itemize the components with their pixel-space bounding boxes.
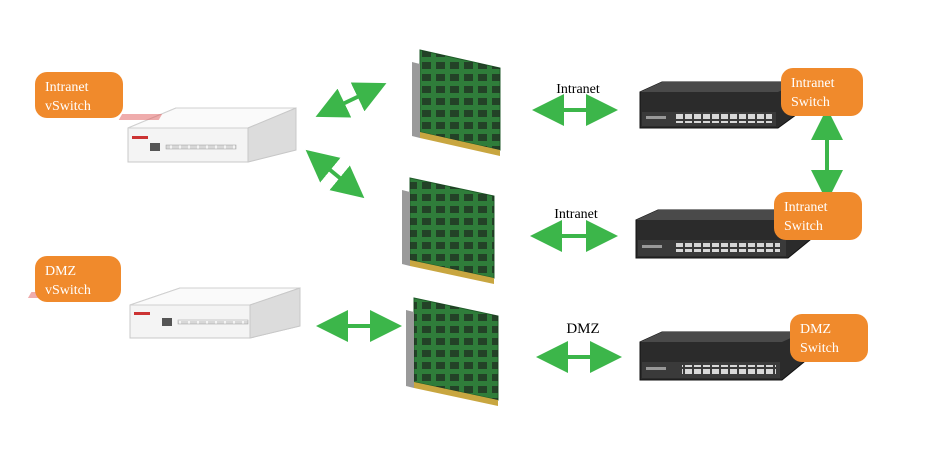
- network-card-icon: [406, 297, 499, 406]
- label-line: Intranet: [45, 80, 89, 95]
- label-line: Switch: [791, 95, 830, 110]
- link-label-dmz: DMZ: [566, 321, 600, 337]
- firewall-appliance-icon: [118, 107, 297, 163]
- label-line: Intranet: [791, 76, 835, 91]
- network-switch-icon: [639, 81, 801, 129]
- network-card-icon: [402, 177, 495, 284]
- link-label-intranet-2: Intranet: [554, 207, 598, 222]
- link-arrow: [315, 82, 387, 118]
- label-line: Intranet: [784, 200, 828, 215]
- label-line: Switch: [800, 341, 839, 356]
- label-line: vSwitch: [45, 99, 91, 114]
- label-line: DMZ: [45, 264, 77, 279]
- firewall-appliance-icon: [27, 287, 301, 339]
- link-label-intranet-1: Intranet: [556, 82, 600, 97]
- network-switch-icon: [639, 331, 805, 381]
- label-intranet-switch-2: Intranet Switch: [774, 192, 862, 240]
- label-line: Switch: [784, 219, 823, 234]
- label-dmz-switch: DMZ Switch: [790, 314, 868, 362]
- network-switch-icon: [635, 209, 811, 259]
- network-card-icon: [412, 49, 501, 156]
- link-arrow: [305, 149, 365, 199]
- label-intranet-switch-1: Intranet Switch: [781, 68, 863, 116]
- label-dmz-vswitch: DMZ vSwitch: [35, 256, 121, 302]
- label-line: DMZ: [800, 322, 832, 337]
- label-line: vSwitch: [45, 283, 91, 298]
- label-intranet-vswitch: Intranet vSwitch: [35, 72, 123, 118]
